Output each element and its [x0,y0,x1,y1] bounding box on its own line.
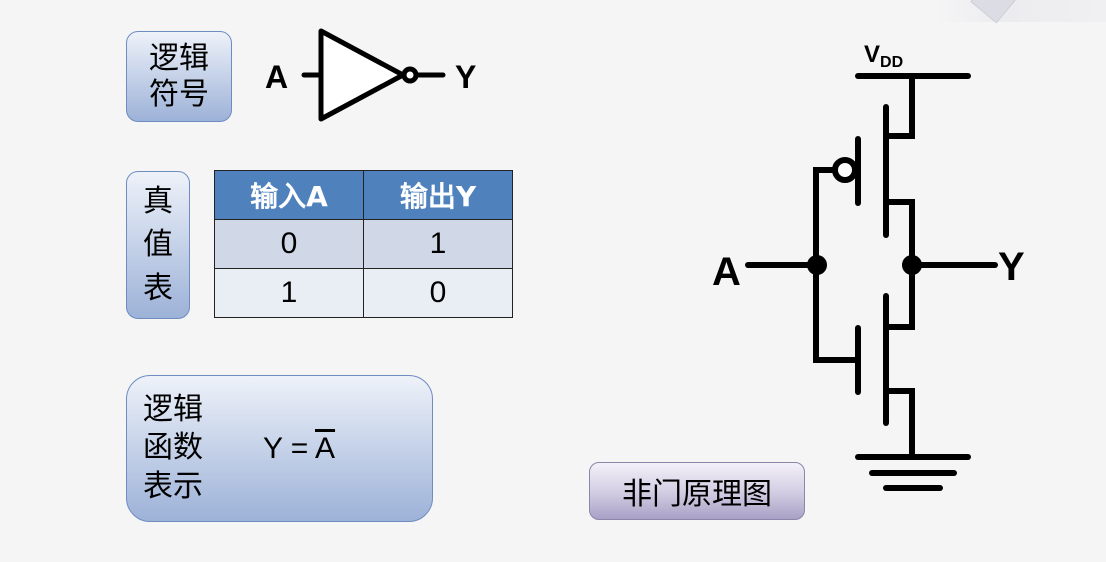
truth-table-label-line-3: 表 [143,270,173,306]
pmos-gate-wire [813,167,838,268]
truth-table-label: 真 值 表 [126,171,190,319]
formula-rhs-negated: A [315,431,336,465]
corner-decoration [936,0,1106,24]
logic-function-label-line-2: 函数 [143,430,203,466]
nmos-drain-wire [884,262,915,330]
truth-table-label-line-2: 值 [143,227,173,263]
not-gate-schematic-button[interactable]: 非门原理图 [589,462,805,520]
cell-input: 1 [214,268,364,318]
cell-output: 1 [363,219,513,269]
not-gate-symbol: A Y [265,28,476,122]
cmos-schematic: VDD A Y [712,41,1025,491]
table-row: 1 0 [214,268,513,318]
logic-symbol-label-line-1: 逻辑 [149,40,209,76]
nmos-source-wire [884,388,915,459]
truth-table-header-row: 输入A 输出Y [214,170,513,220]
nmos-gate-wire [813,262,860,363]
logic-symbol-label: 逻辑 符号 [126,31,232,122]
truth-table-label-line-1: 真 [143,183,173,219]
cell-input: 0 [214,219,364,269]
logic-function-box: 逻辑 函数 表示 Y = A [126,375,433,522]
schematic-input-label: A [712,250,741,294]
schematic-output-label: Y [998,245,1025,289]
vdd-subscript: DD [880,54,903,71]
logic-symbol-label-line-2: 符号 [149,76,209,112]
logic-formula: Y = A [263,431,335,467]
pmos-drain-wire [884,199,915,268]
formula-lhs: Y = [263,431,316,465]
symbol-output-label: Y [455,59,476,95]
logic-function-label-line-3: 表示 [143,468,203,504]
symbol-input-label: A [265,59,288,95]
header-input-a: 输入A [214,170,364,220]
vdd-main: V [864,41,880,68]
pmos-source-wire [884,73,915,139]
logic-function-label-line-1: 逻辑 [143,391,203,427]
table-row: 0 1 [214,219,513,269]
logic-function-label: 逻辑 函数 表示 [143,391,203,506]
truth-table: 输入A 输出Y 0 1 1 0 [214,170,513,318]
buffer-triangle [318,28,406,122]
cell-output: 0 [363,268,513,318]
vdd-label: VDD [864,41,903,71]
header-output-y: 输出Y [363,170,513,220]
